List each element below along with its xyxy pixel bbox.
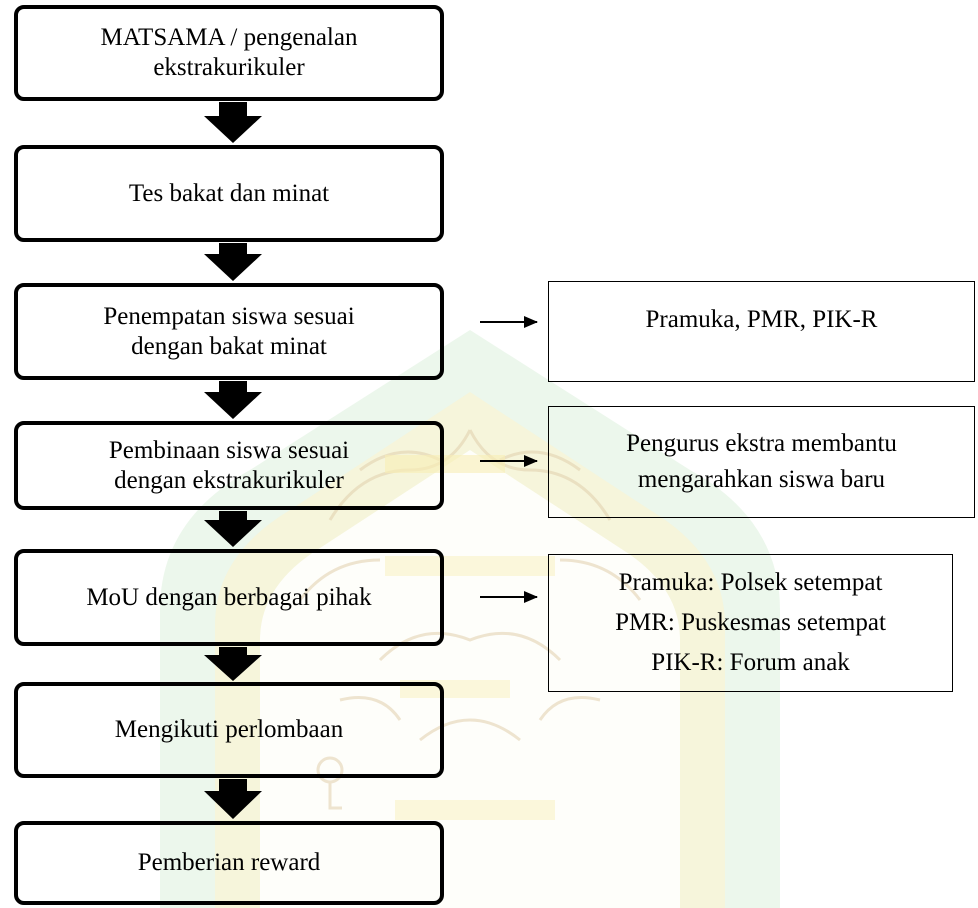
note-mou-partners-label: Pramuka: Polsek setempat PMR: Puskesmas … (615, 569, 886, 676)
step-mou: MoU dengan berbagai pihak (14, 549, 444, 646)
step-pembinaan-label: Pembinaan siswa sesuai dengan ekstrakuri… (108, 436, 350, 494)
step-reward: Pemberian reward (14, 821, 444, 905)
step-mou-label: MoU dengan berbagai pihak (86, 583, 372, 611)
down-arrow-icon (204, 647, 262, 681)
note-ekstrakurikuler-list-label: Pramuka, PMR, PIK-R (645, 306, 878, 333)
step-penempatan-label: Penempatan siswa sesuai dengan bakat min… (103, 302, 355, 360)
step-tes-bakat-label: Tes bakat dan minat (128, 179, 330, 207)
note-ekstrakurikuler-list: Pramuka, PMR, PIK-R (548, 281, 975, 382)
note-pengurus-ekstra: Pengurus ekstra membantu mengarahkan sis… (548, 406, 975, 518)
step-pembinaan: Pembinaan siswa sesuai dengan ekstrakuri… (14, 421, 444, 510)
step-matsama-label: MATSAMA / pengenalan ekstrakurikuler (100, 24, 358, 81)
down-arrow-icon (204, 381, 262, 419)
step-perlombaan-label: Mengikuti perlombaan (114, 716, 344, 743)
step-tes-bakat: Tes bakat dan minat (14, 145, 444, 242)
note-pengurus-ekstra-label: Pengurus ekstra membantu mengarahkan sis… (626, 430, 897, 493)
step-perlombaan: Mengikuti perlombaan (14, 682, 444, 778)
step-penempatan: Penempatan siswa sesuai dengan bakat min… (14, 283, 444, 380)
down-arrow-icon (204, 511, 262, 547)
step-matsama: MATSAMA / pengenalan ekstrakurikuler (14, 5, 444, 101)
note-mou-partners: Pramuka: Polsek setempat PMR: Puskesmas … (548, 554, 953, 692)
step-reward-label: Pemberian reward (137, 849, 321, 876)
down-arrow-icon (204, 243, 262, 281)
down-arrow-icon (204, 102, 262, 143)
down-arrow-icon (204, 779, 262, 819)
